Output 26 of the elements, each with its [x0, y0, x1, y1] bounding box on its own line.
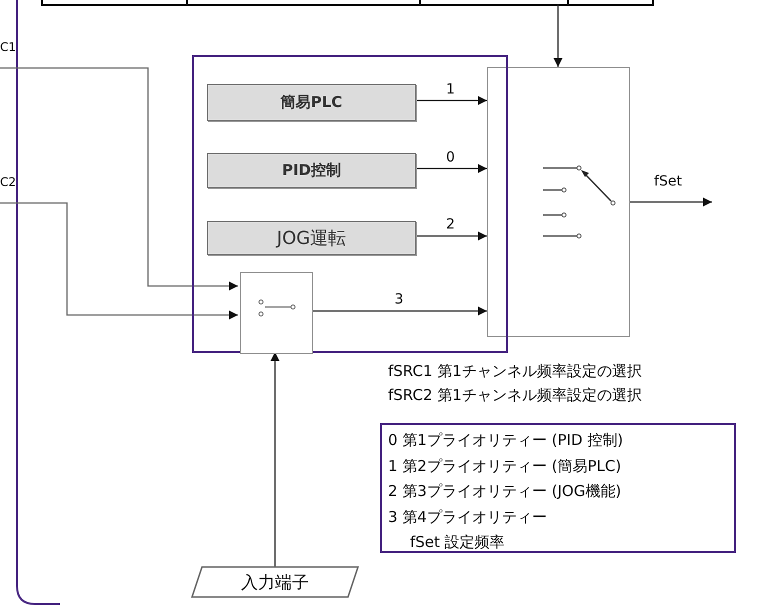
- legend-text: 2 第3プライオリティー (JOG機能): [388, 481, 622, 502]
- process-box: JOG運転: [207, 221, 416, 255]
- group-frame: [192, 55, 508, 353]
- arrow: [554, 4, 562, 67]
- arrow: [0, 67, 238, 290]
- signal-label: C2: [0, 175, 16, 190]
- arrow: [0, 202, 238, 320]
- legend-text: 1 第2プライオリティー (簡易PLC): [388, 456, 622, 476]
- note-text: fSRC2 第1チャンネル频率設定の選択: [388, 386, 642, 404]
- process-box: PID控制: [207, 153, 416, 188]
- legend-box: [380, 423, 736, 553]
- signal-label: C1: [0, 40, 16, 54]
- arrow: [630, 198, 712, 206]
- input-box: 入力端子: [192, 567, 358, 597]
- arrow: [414, 96, 487, 105]
- arrow: [414, 232, 487, 240]
- arrow: [311, 306, 487, 316]
- selector-box: [487, 67, 630, 337]
- arrow: [414, 164, 487, 173]
- legend-text: 0 第1プライオリティー (PID 控制): [388, 430, 624, 451]
- process-box: 簡易PLC: [207, 84, 416, 121]
- legend-text: fSet 設定频率: [409, 532, 506, 553]
- legend-text: 3 第4プライオリティー: [388, 506, 548, 528]
- arrow: [270, 352, 280, 567]
- selector-box: [240, 272, 313, 354]
- note-text: fSRC1 第1チャンネル频率設定の選択: [388, 362, 642, 380]
